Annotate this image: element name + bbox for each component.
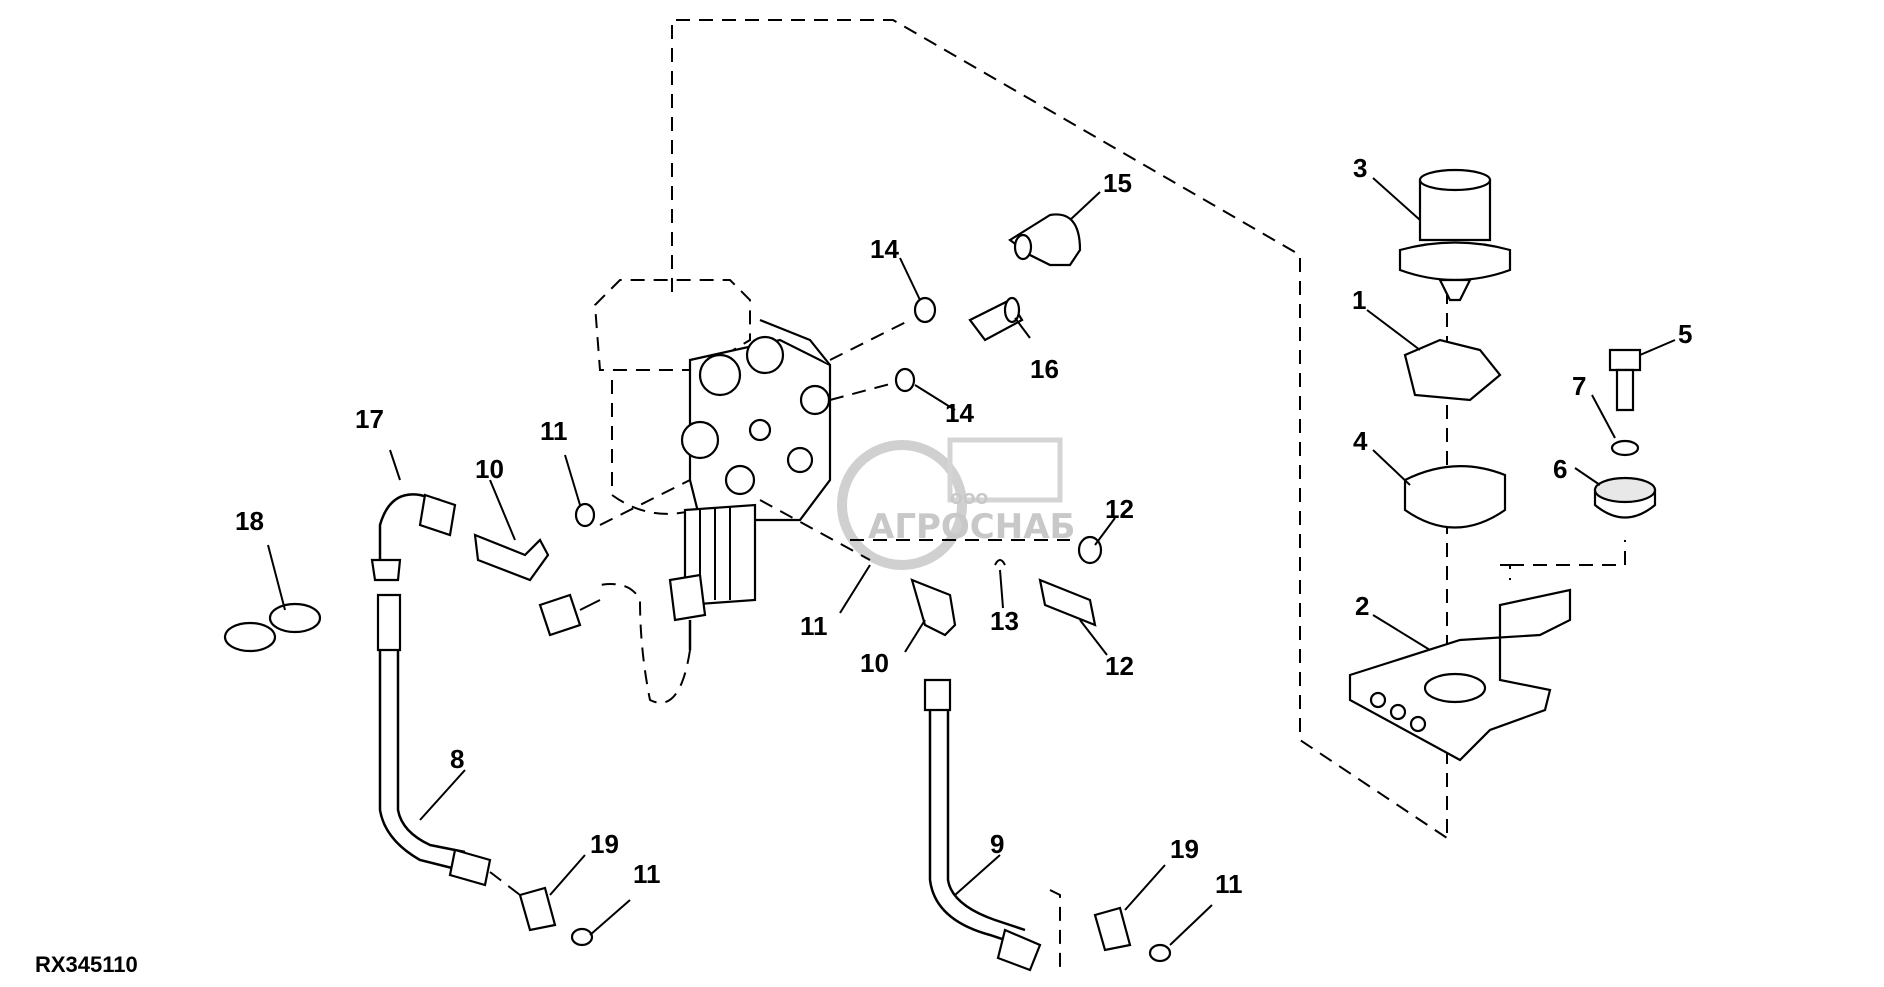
callout-3: 3: [1353, 153, 1367, 183]
o-ring-11d: [1148, 943, 1172, 963]
leader-lines: [267, 177, 1676, 946]
elbow-fitting-15: [1008, 213, 1082, 267]
callout-14b: 14: [945, 398, 974, 428]
callout-14a: 14: [870, 234, 899, 264]
callout-17: 17: [355, 404, 384, 434]
callout-9: 9: [990, 829, 1004, 859]
callout-18: 18: [235, 506, 264, 536]
callout-11a: 11: [540, 416, 568, 446]
elbow-10b: [910, 578, 957, 637]
callout-13: 13: [990, 606, 1019, 636]
spider-1: [1403, 338, 1502, 402]
watermark-prefix: ООО: [950, 490, 988, 508]
coupler-3: [1398, 168, 1512, 302]
fitting-19b: [1093, 906, 1132, 952]
callout-12b: 12: [1105, 651, 1134, 681]
callout-11c: 11: [633, 859, 661, 889]
port-dashed-lines: [599, 319, 1070, 561]
adapter-16: [968, 296, 1024, 342]
watermark-combine-icon: [947, 437, 1063, 503]
watermark-gear-icon: [837, 440, 967, 570]
watermark: ООО АГРОСНАБ: [837, 437, 1075, 570]
washer-7: [1610, 439, 1640, 457]
callout-11b: 11: [800, 611, 828, 641]
o-ring-11c: [570, 927, 594, 947]
assembly-dashed-line: [671, 19, 1451, 841]
bracket-to-mount-line: [1500, 540, 1626, 580]
callout-15: 15: [1103, 168, 1132, 198]
fitting-19a: [518, 886, 557, 932]
o-ring-14b: [894, 367, 916, 393]
bolt-5: [1608, 348, 1642, 412]
callout-7: 7: [1572, 371, 1586, 401]
callout-10b: 10: [860, 648, 889, 678]
callout-10a: 10: [475, 454, 504, 484]
callout-8: 8: [450, 744, 464, 774]
hose-8: [376, 593, 492, 887]
callout-1: 1: [1352, 285, 1366, 315]
callout-19b: 19: [1170, 834, 1199, 864]
callout-5: 5: [1678, 319, 1692, 349]
callout-4: 4: [1353, 426, 1368, 456]
callout-6: 6: [1553, 454, 1567, 484]
callout-11d: 11: [1215, 869, 1243, 899]
coupler-4: [1403, 465, 1507, 529]
hose-elbow-17: [370, 493, 457, 582]
callout-12a: 12: [1105, 494, 1134, 524]
elbow-10a: [473, 533, 550, 582]
hose8-dashed: [489, 871, 521, 896]
o-ring-14a: [913, 296, 937, 324]
hose9-dashed: [1049, 889, 1061, 975]
clamps-18: [223, 602, 322, 653]
o-ring-11: [574, 502, 596, 528]
callout-2: 2: [1355, 591, 1369, 621]
steering-valve: [538, 279, 832, 704]
hose-9: [923, 678, 1042, 972]
grommet-6: [1593, 476, 1657, 519]
adapter-12b: [1038, 578, 1097, 627]
callout-16: 16: [1030, 354, 1059, 384]
figure-code: RX345110: [35, 952, 138, 977]
bracket-2: [1348, 588, 1572, 762]
callout-19a: 19: [590, 829, 619, 859]
clip-13: [994, 559, 1006, 566]
